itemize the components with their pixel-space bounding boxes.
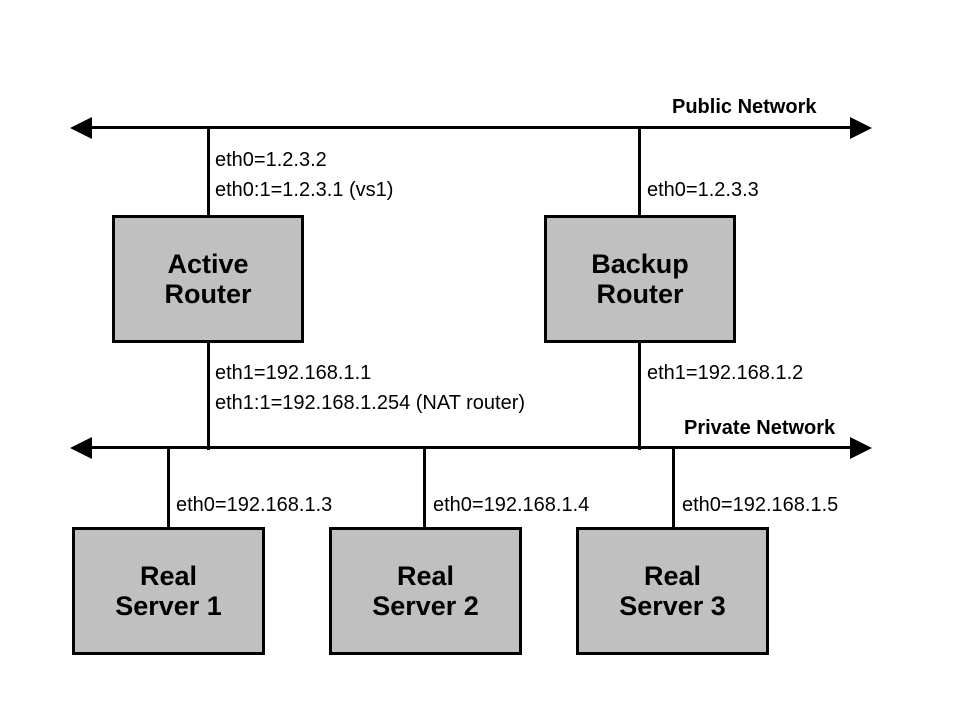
real-server-2-link — [423, 448, 426, 528]
active-router-box[interactable]: Active Router — [112, 215, 304, 343]
backup-router-title-line2: Router — [596, 279, 684, 309]
real-server-1-title-line2: Server 1 — [115, 591, 222, 621]
public-bus-right-arrow-icon — [850, 117, 872, 139]
public-bus-left-arrow-icon — [70, 117, 92, 139]
backup-router-eth0-label: eth0=1.2.3.3 — [647, 179, 759, 201]
real-server-1-title-line1: Real — [139, 560, 198, 591]
public-network-bus — [90, 126, 854, 129]
active-router-title-line1: Active — [167, 248, 249, 279]
backup-router-title-line1: Backup — [591, 248, 689, 279]
private-bus-left-arrow-icon — [70, 437, 92, 459]
real-server-3-title-line2: Server 3 — [619, 591, 726, 621]
real-server-1-link — [167, 448, 170, 528]
private-network-bus — [90, 446, 854, 449]
real-server-2-iface-label: eth0=192.168.1.4 — [433, 494, 590, 516]
public-network-label: Public Network — [672, 96, 817, 118]
real-server-1-iface-label: eth0=192.168.1.3 — [176, 494, 333, 516]
active-router-title-line2: Router — [164, 279, 252, 309]
private-bus-right-arrow-icon — [850, 437, 872, 459]
active-router-public-link — [207, 128, 210, 216]
real-server-2-title-line2: Server 2 — [372, 591, 479, 621]
backup-router-private-link — [638, 343, 641, 450]
active-router-eth1-label: eth1=192.168.1.1 — [215, 362, 372, 384]
real-server-3-box[interactable]: Real Server 3 — [576, 527, 769, 655]
backup-router-box[interactable]: Backup Router — [544, 215, 736, 343]
active-router-eth0-alias-label: eth0:1=1.2.3.1 (vs1) — [215, 179, 394, 201]
private-network-label: Private Network — [684, 417, 836, 439]
active-router-eth0-label: eth0=1.2.3.2 — [215, 149, 327, 171]
real-server-1-box[interactable]: Real Server 1 — [72, 527, 265, 655]
backup-router-public-link — [638, 128, 641, 216]
real-server-3-title-line1: Real — [643, 560, 702, 591]
active-router-private-link — [207, 343, 210, 450]
active-router-eth1-alias-label: eth1:1=192.168.1.254 (NAT router) — [215, 392, 526, 414]
real-server-2-box[interactable]: Real Server 2 — [329, 527, 522, 655]
real-server-3-iface-label: eth0=192.168.1.5 — [682, 494, 839, 516]
real-server-3-link — [672, 448, 675, 528]
real-server-2-title-line1: Real — [396, 560, 455, 591]
backup-router-eth1-label: eth1=192.168.1.2 — [647, 362, 804, 384]
